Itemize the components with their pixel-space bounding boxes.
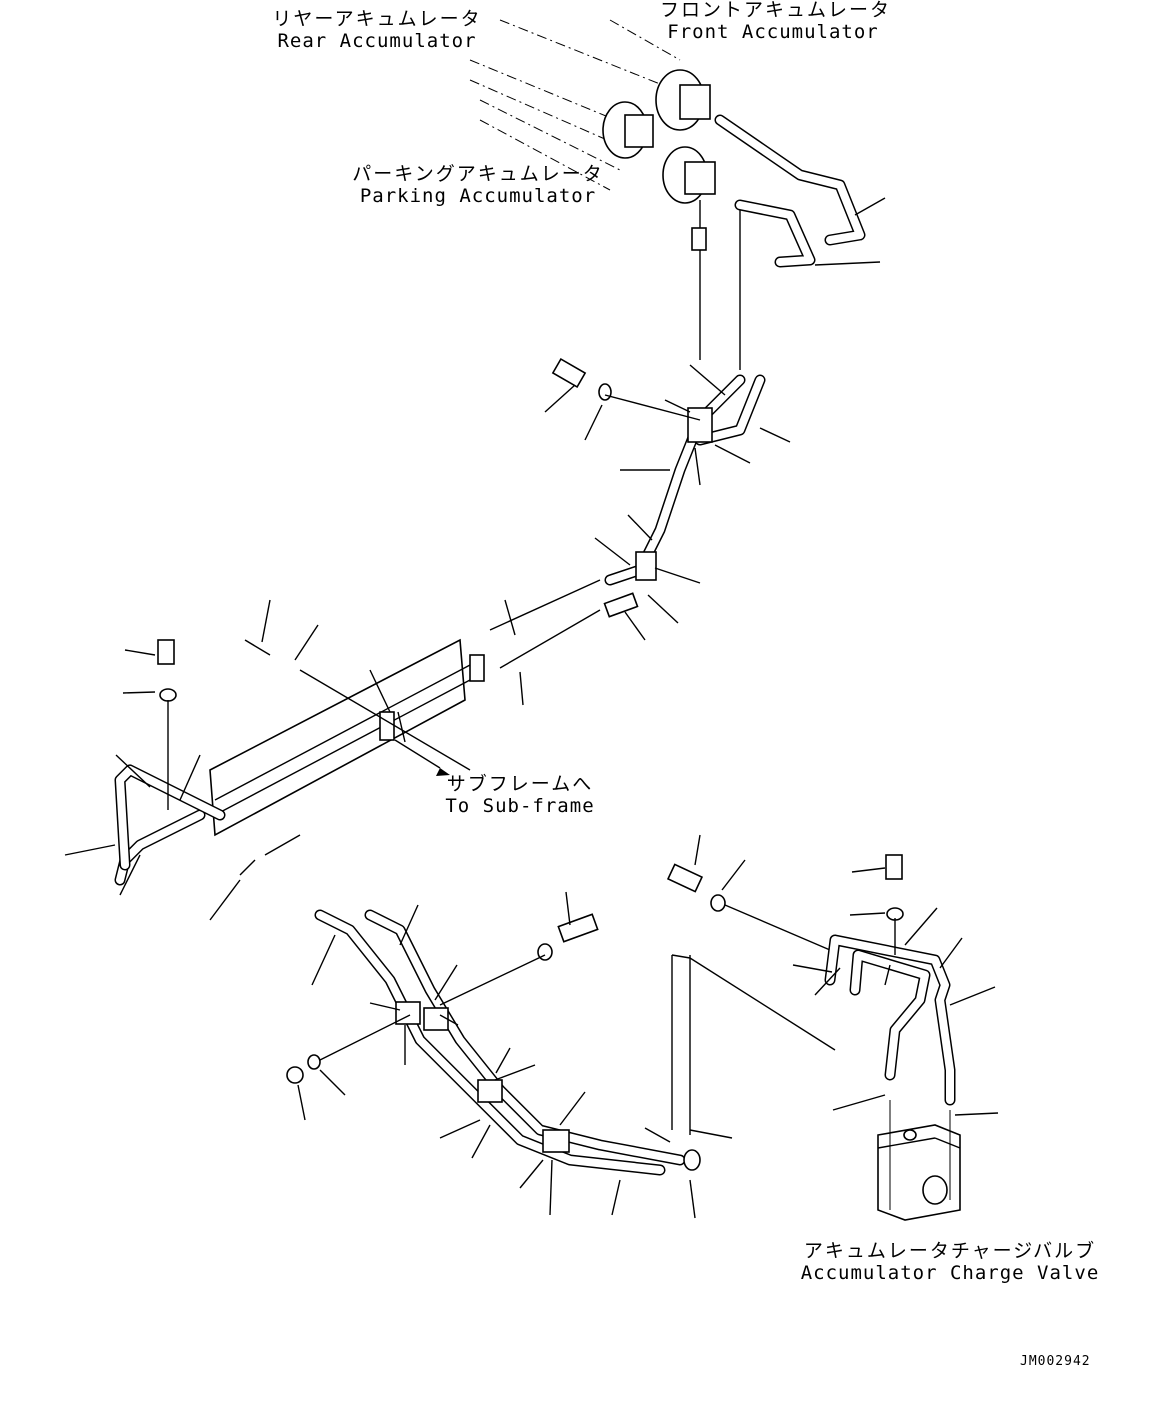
label-parking-accumulator-jp: パーキングアキュムレータ xyxy=(352,163,604,185)
label-front-accumulator: フロントアキュムレータ Front Accumulator xyxy=(660,0,892,43)
middle-hose-assembly xyxy=(544,357,791,641)
label-to-sub-frame-en: To Sub-frame xyxy=(445,795,595,817)
drawing-code: JM002942 xyxy=(1020,1354,1091,1369)
label-rear-accumulator-en: Rear Accumulator xyxy=(277,30,477,52)
label-rear-accumulator-jp: リヤーアキュムレータ xyxy=(272,8,482,30)
label-parking-accumulator-en: Parking Accumulator xyxy=(359,185,597,207)
label-front-accumulator-en: Front Accumulator xyxy=(667,21,879,43)
upper-steel-tubes xyxy=(714,114,886,268)
label-front-accumulator-jp: フロントアキュムレータ xyxy=(660,0,892,21)
label-parking-accumulator: パーキングアキュムレータ Parking Accumulator xyxy=(352,165,604,206)
label-accumulator-charge-valve: アキュムレータチャージバルブ Accumulator Charge Valve xyxy=(790,1242,1110,1283)
charge-valve-group xyxy=(666,834,999,1221)
lower-hose-assembly xyxy=(286,891,733,1219)
label-accumulator-charge-valve-jp: アキュムレータチャージバルブ xyxy=(803,1240,1097,1262)
label-rear-accumulator: リヤーアキュムレータ Rear Accumulator xyxy=(272,10,482,51)
label-to-sub-frame: サブフレームへ To Sub-frame xyxy=(440,775,600,816)
sub-frame-tube-bundle xyxy=(64,579,601,921)
label-accumulator-charge-valve-en: Accumulator Charge Valve xyxy=(800,1262,1100,1284)
label-to-sub-frame-jp: サブフレームへ xyxy=(446,773,594,795)
accumulator-group xyxy=(469,19,741,370)
